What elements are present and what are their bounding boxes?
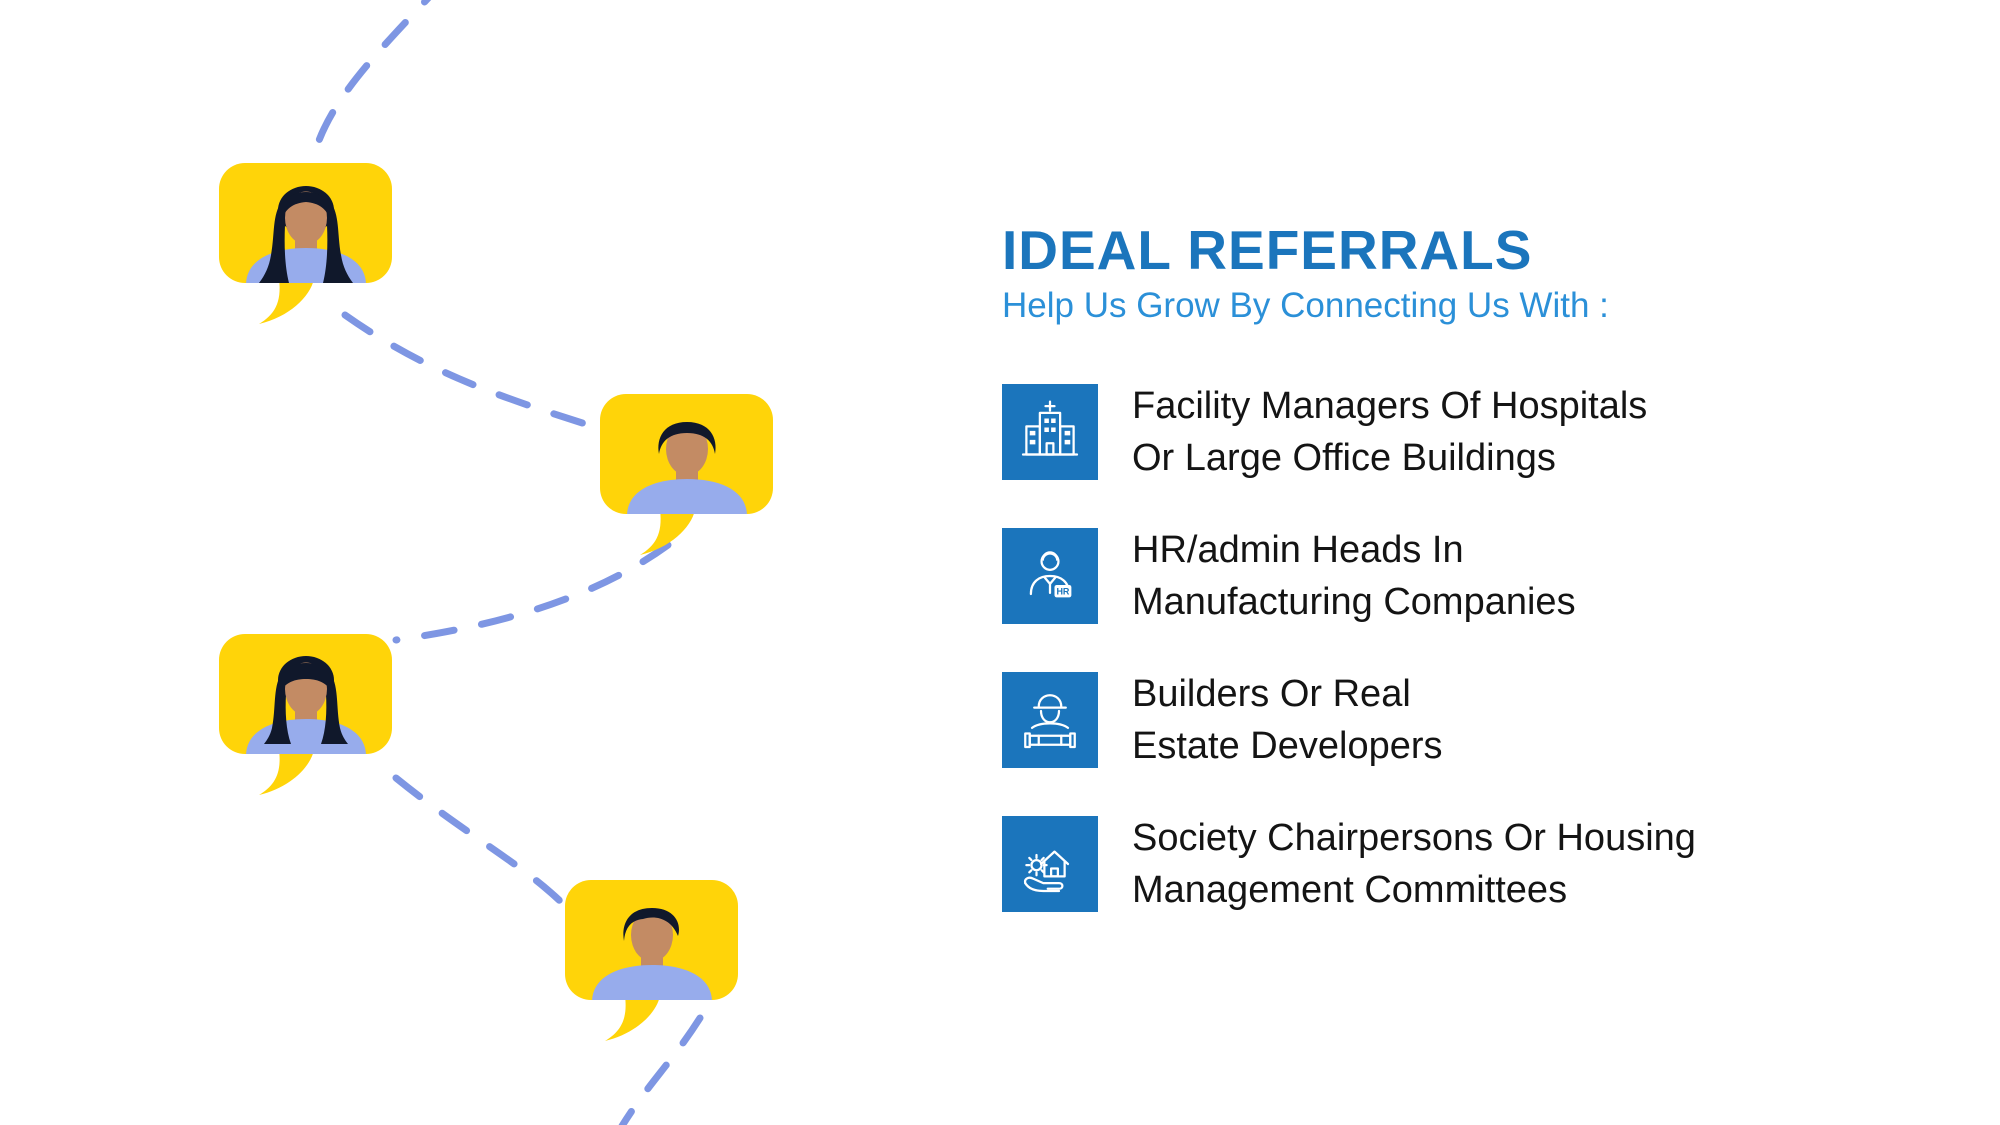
list-item: HR HR/admin Heads In Manufacturing Compa… (1002, 524, 1862, 628)
page-title: IDEAL REFERRALS (1002, 219, 1533, 281)
item-text-line2: Or Large Office Buildings (1132, 437, 1556, 479)
item-text-line1: Society Chairpersons Or Housing (1132, 817, 1696, 859)
item-text-line2: Management Committees (1132, 869, 1568, 911)
list-item: Society Chairpersons Or Housing Manageme… (1002, 812, 1862, 916)
avatar-man-side-swept-hair-icon (565, 880, 738, 1041)
housing-society-icon (1002, 816, 1098, 912)
dashed-connector-path (311, 0, 704, 1125)
referral-list: Facility Managers Of Hospitals Or Large … (1002, 380, 1862, 916)
list-item: Facility Managers Of Hospitals Or Large … (1002, 380, 1862, 484)
list-item: Builders Or Real Estate Developers (1002, 668, 1862, 772)
item-text: Facility Managers Of Hospitals Or Large … (1132, 380, 1647, 484)
avatar-woman-bob-bangs-icon (219, 634, 392, 795)
hr-person-icon: HR (1002, 528, 1098, 624)
item-text-line2: Estate Developers (1132, 725, 1443, 767)
item-text: Society Chairpersons Or Housing Manageme… (1132, 812, 1696, 916)
item-text: Builders Or Real Estate Developers (1132, 668, 1443, 772)
hospital-building-icon (1002, 384, 1098, 480)
avatar-woman-long-hair-icon (219, 163, 392, 324)
item-text-line1: Facility Managers Of Hospitals (1132, 385, 1648, 427)
item-text-line2: Manufacturing Companies (1132, 581, 1576, 623)
item-text: HR/admin Heads In Manufacturing Companie… (1132, 524, 1576, 628)
construction-builder-icon (1002, 672, 1098, 768)
avatar-man-short-hair-icon (600, 394, 773, 555)
hr-badge-label: HR (1056, 587, 1069, 597)
item-text-line1: Builders Or Real (1132, 673, 1411, 715)
item-text-line1: HR/admin Heads In (1132, 529, 1464, 571)
page-subtitle: Help Us Grow By Connecting Us With : (1002, 286, 1609, 325)
referral-path-illustration (219, 0, 773, 1125)
referrals-panel: IDEAL REFERRALS Help Us Grow By Connecti… (1002, 222, 1862, 956)
